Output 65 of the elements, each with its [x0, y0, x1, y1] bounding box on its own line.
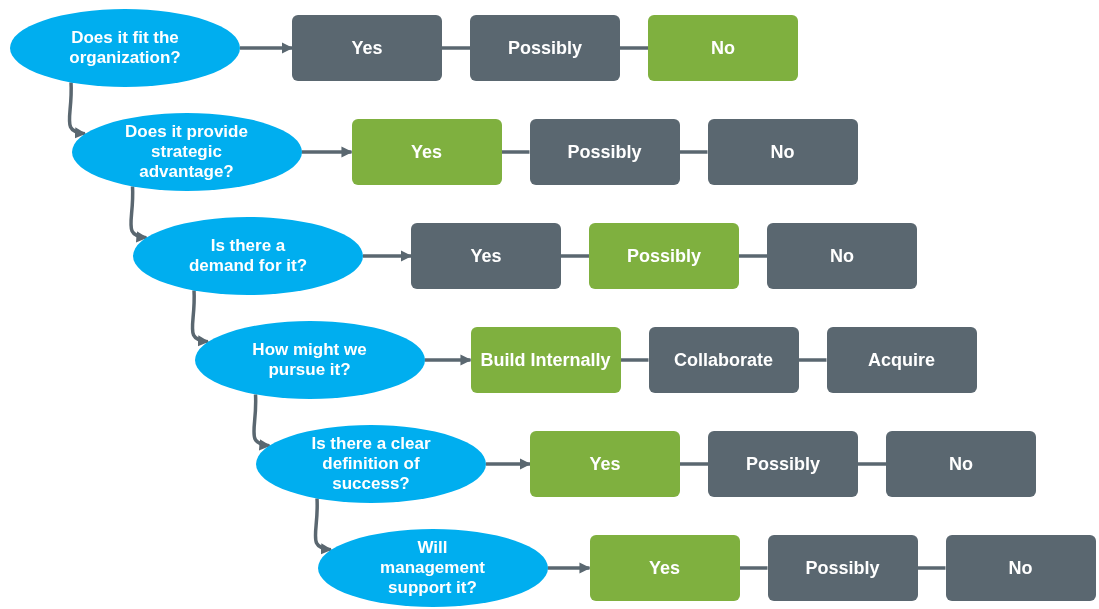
- option-label: Possibly: [567, 141, 642, 163]
- option-box: [648, 327, 799, 393]
- option-label: Yes: [648, 557, 680, 579]
- connector-line: [858, 462, 886, 466]
- option-label: Acquire: [868, 349, 935, 371]
- question-text: Will management support it?: [379, 538, 486, 598]
- option-label: Yes: [470, 245, 502, 267]
- option-label: Possibly: [746, 453, 820, 475]
- option-label: Yes: [589, 453, 621, 475]
- option-label: Build Internally: [480, 349, 611, 371]
- option-box: [292, 15, 442, 81]
- option-box: [589, 223, 739, 289]
- option-box: [529, 119, 680, 185]
- option-label: No: [770, 141, 795, 163]
- question-text: Is there a clear definition of success?: [310, 434, 432, 494]
- question-text: How might we pursue it?: [251, 340, 368, 380]
- arrow: [486, 458, 532, 470]
- question-text: Does it fit the organization?: [68, 28, 182, 68]
- arrow: [313, 498, 333, 554]
- option-label: Possibly: [508, 37, 582, 59]
- option-box: [351, 119, 502, 185]
- connector-line: [442, 46, 470, 50]
- arrow: [129, 186, 148, 242]
- option-box: [945, 535, 1096, 601]
- arrow: [363, 250, 413, 262]
- connector-line: [739, 566, 768, 570]
- option-box: [470, 327, 621, 393]
- connector-line: [501, 150, 530, 154]
- arrow: [190, 290, 210, 346]
- option-box: [826, 327, 977, 393]
- option-box: [886, 431, 1036, 497]
- option-label: Yes: [410, 141, 442, 163]
- connector-line: [917, 566, 946, 570]
- connector-line: [620, 358, 649, 362]
- option-label: No: [711, 37, 735, 59]
- connector-line: [680, 462, 708, 466]
- arrow: [424, 354, 472, 366]
- connector-line: [679, 150, 708, 154]
- arrow: [67, 82, 87, 138]
- question-text: Is there a demand for it?: [187, 236, 309, 276]
- option-box: [648, 15, 798, 81]
- arrow: [252, 394, 271, 450]
- option-box: [589, 535, 740, 601]
- option-box: [411, 223, 561, 289]
- option-box: [767, 223, 917, 289]
- connector-line: [739, 254, 767, 258]
- option-label: Collaborate: [674, 349, 773, 371]
- arrow: [547, 562, 591, 574]
- option-box: [707, 119, 858, 185]
- option-box: [767, 535, 918, 601]
- option-label: No: [830, 245, 854, 267]
- question-text: Does it provide strategic advantage?: [124, 122, 249, 182]
- connector-line: [620, 46, 648, 50]
- option-label: Possibly: [627, 245, 701, 267]
- connector-line: [798, 358, 827, 362]
- connector-line: [561, 254, 589, 258]
- option-box: [470, 15, 620, 81]
- arrow: [240, 42, 294, 54]
- option-label: No: [949, 453, 973, 475]
- option-box: [708, 431, 858, 497]
- option-label: Possibly: [805, 557, 880, 579]
- arrow: [301, 146, 353, 158]
- option-label: Yes: [351, 37, 383, 59]
- option-label: No: [1008, 557, 1033, 579]
- option-box: [530, 431, 680, 497]
